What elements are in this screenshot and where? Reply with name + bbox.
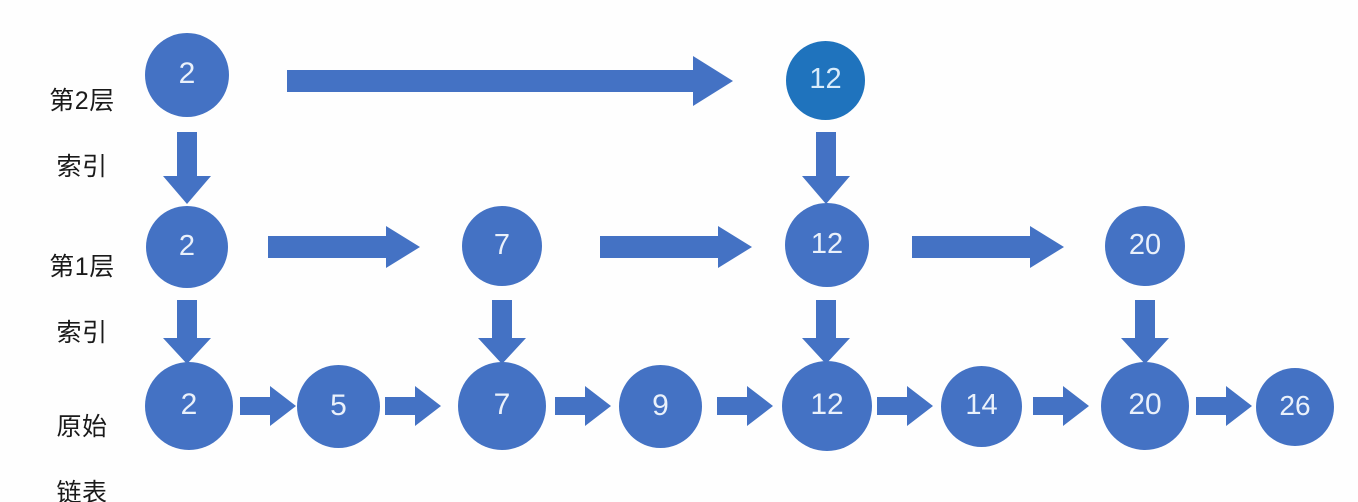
node-base-12[interactable]: 12	[782, 361, 872, 451]
node-base-20-label: 20	[1128, 388, 1162, 421]
arrow-down-level1-to-base-2	[163, 300, 211, 364]
node-level2-12-label: 12	[809, 63, 842, 95]
node-level1-12-label: 12	[810, 227, 844, 260]
node-base-5[interactable]: 5	[297, 365, 380, 448]
arrow-down-level1-to-base-7	[478, 300, 526, 364]
arrow-level2-2-to-12	[287, 56, 733, 106]
node-base-7-label: 7	[493, 388, 511, 421]
arrow-base-5-to-7	[385, 386, 441, 426]
node-base-2-label: 2	[180, 388, 198, 421]
arrow-down-level1-to-base-12	[802, 300, 850, 364]
node-level1-20-label: 20	[1128, 228, 1162, 261]
node-base-9-label: 9	[652, 388, 669, 422]
node-base-5-label: 5	[330, 388, 347, 422]
node-level1-20[interactable]: 20	[1105, 206, 1185, 286]
arrow-base-2-to-5	[240, 386, 296, 426]
node-base-20[interactable]: 20	[1101, 362, 1189, 450]
row-label-level2: 第2层 索引	[22, 52, 142, 217]
node-base-7[interactable]: 7	[458, 362, 546, 450]
arrow-down-level2-to-level1-2	[163, 132, 211, 204]
node-base-14-label: 14	[965, 389, 998, 421]
arrow-level1-7-to-12	[600, 226, 752, 268]
node-base-26[interactable]: 26	[1256, 368, 1334, 446]
node-base-9[interactable]: 9	[619, 365, 702, 448]
node-level2-2-label: 2	[178, 57, 196, 90]
row-label-level1-line2: 索引	[56, 319, 108, 347]
row-label-base-line2: 链表	[56, 479, 108, 502]
node-level1-2[interactable]: 2	[146, 206, 228, 288]
node-base-14[interactable]: 14	[941, 366, 1022, 447]
row-label-base-line1: 原始	[56, 413, 108, 441]
node-level1-12[interactable]: 12	[785, 203, 869, 287]
row-label-level2-line2: 索引	[56, 153, 108, 181]
arrow-down-level1-to-base-20	[1121, 300, 1169, 364]
arrow-base-9-to-12	[717, 386, 773, 426]
node-base-26-label: 26	[1279, 390, 1311, 421]
row-label-level1: 第1层 索引	[22, 218, 142, 383]
node-level1-7-label: 7	[493, 228, 511, 261]
arrow-base-20-to-26	[1196, 386, 1252, 426]
row-label-level1-line1: 第1层	[49, 253, 115, 281]
node-level2-2[interactable]: 2	[145, 33, 229, 117]
row-label-base: 原始 链表	[22, 378, 142, 502]
arrow-level1-12-to-20	[912, 226, 1064, 268]
arrow-base-12-to-14	[877, 386, 933, 426]
arrow-base-7-to-9	[555, 386, 611, 426]
arrow-base-14-to-20	[1033, 386, 1089, 426]
node-level1-2-label: 2	[178, 229, 196, 262]
row-label-level2-line1: 第2层	[49, 87, 115, 115]
node-base-12-label: 12	[810, 388, 844, 421]
arrow-level1-2-to-7	[268, 226, 420, 268]
node-base-2[interactable]: 2	[145, 362, 233, 450]
node-level2-12[interactable]: 12	[786, 41, 865, 120]
node-level1-7[interactable]: 7	[462, 206, 542, 286]
arrow-down-level2-to-level1-12	[802, 132, 850, 204]
